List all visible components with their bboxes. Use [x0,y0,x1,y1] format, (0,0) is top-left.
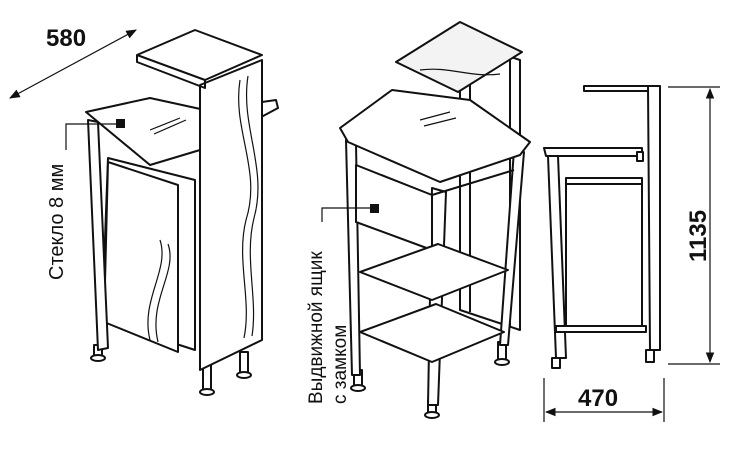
leg-foot [494,358,510,366]
leg-foot [90,354,106,362]
depth-dimension-value: 580 [46,25,86,52]
top-shelf [136,29,263,81]
door-wave-decoration [147,239,163,341]
top-shelf-reflection [419,68,501,76]
panel-wave-decoration [238,79,252,339]
glass-reflection [419,111,457,127]
glass-shelf-side [543,147,643,157]
drawer-annotation-line1: Выдвижной ящик [306,251,327,404]
cabinet-left-view [65,29,279,396]
front-leg [547,155,567,359]
width-dimension: 470 [543,378,665,422]
cabinet-side-view [543,85,661,369]
leg [551,357,561,369]
height-dimension-value: 1135 [685,210,712,262]
cabinet-middle-view [321,21,531,419]
leg-foot [424,411,440,419]
tall-post [647,85,661,351]
top-shelf-arm [583,85,655,92]
drawer-bottom [431,169,515,196]
depth-dimension: 580 [9,25,137,99]
drawer-leader-line [321,207,374,222]
cabinet-body [565,177,643,327]
glass-reflection [149,117,187,135]
glass-top [339,89,531,183]
leg [239,351,249,375]
front-leg-panel [87,119,109,351]
cabinet-door [103,161,179,353]
tall-side-panel [199,59,263,371]
bottom-rail [555,325,647,333]
width-dimension-value: 470 [578,385,618,412]
panel-wave-decoration [245,75,259,337]
leg-foot [199,388,215,396]
height-dimension: 1135 [668,86,720,365]
glass-marker [116,119,125,128]
leg-foot [350,384,366,392]
depth-dimension-line [9,29,137,99]
door-wave-decoration [155,243,171,343]
glass-annotation: Стекло 8 мм [46,164,68,280]
glass-leader-line [65,123,120,150]
drawer-marker [370,204,379,213]
top-shelf-edge [136,55,206,89]
lock-icon [636,151,644,162]
leg-foot [236,371,252,379]
bottom-shelf [359,303,505,363]
drawer-annotation-line2: с замком [330,325,351,404]
middle-shelf [359,243,509,301]
top-shelf [395,21,523,93]
leg [645,349,655,363]
